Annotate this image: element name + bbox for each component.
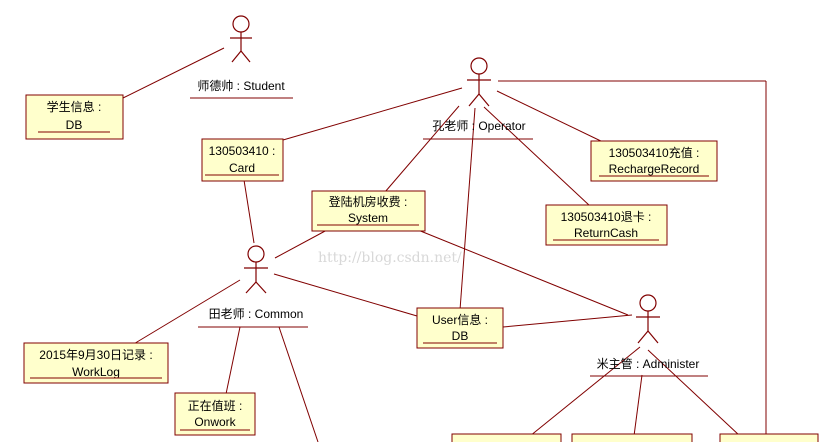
link-operator-system — [384, 105, 460, 193]
object-class: WorkLog — [72, 365, 120, 379]
object-class: Card — [229, 161, 255, 175]
link-operator-recharge — [496, 90, 606, 144]
object-partial-1[interactable] — [451, 433, 562, 442]
object-onwork[interactable]: 正在值班 : Onwork — [174, 392, 256, 436]
link-common-userdb — [273, 273, 418, 317]
object-card[interactable]: 130503410 : Card — [201, 138, 284, 182]
stick-figure-icon — [467, 57, 491, 107]
object-name: 130503410 : — [209, 144, 276, 158]
watermark: http://blog.csdn.net/ — [318, 250, 462, 266]
object-name: 2015年9月30日记录 : — [39, 348, 152, 362]
actor-operator[interactable]: 孔老师 : Operator — [423, 57, 533, 140]
link-admin-bottom3 — [647, 349, 741, 437]
link-admin-bottom1 — [529, 346, 641, 437]
object-recharge-record[interactable]: 130503410充值 : RechargeRecord — [590, 140, 718, 182]
associations — [122, 47, 767, 442]
actor-label: 孔老师 : Operator — [432, 119, 525, 133]
link-card-operator — [282, 87, 463, 141]
object-name: 学生信息 : — [47, 99, 102, 114]
object-class: DB — [452, 329, 469, 343]
link-common-worklog — [131, 279, 241, 346]
object-student-db[interactable]: 学生信息 : DB — [25, 94, 124, 140]
object-worklog[interactable]: 2015年9月30日记录 : WorkLog — [23, 342, 169, 384]
actor-common[interactable]: 田老师 : Common — [198, 245, 308, 328]
link-operator-returncash — [483, 106, 591, 207]
object-name: 130503410充值 : — [609, 145, 700, 160]
object-class: Onwork — [194, 415, 236, 429]
object-name: User信息 : — [432, 312, 488, 327]
link-student-studentdb — [122, 47, 225, 99]
object-class: ReturnCash — [574, 226, 638, 240]
object-partial-2[interactable] — [571, 433, 693, 442]
object-name: 正在值班 : — [188, 398, 243, 413]
stick-figure-icon — [244, 245, 268, 294]
link-admin-bottom2 — [633, 374, 643, 437]
actor-label: 米主管 : Administer — [597, 356, 700, 371]
object-user-db[interactable]: User信息 : DB — [416, 307, 504, 349]
actor-label: 师德帅 : Student — [197, 78, 285, 93]
object-system[interactable]: 登陆机房收费 : System — [311, 190, 426, 232]
object-class: DB — [66, 118, 83, 132]
stick-figure-icon — [636, 294, 660, 344]
link-system-common — [274, 229, 328, 259]
actor-administer[interactable]: 米主管 : Administer — [590, 294, 708, 377]
object-class: System — [348, 211, 388, 225]
link-common-down — [278, 326, 319, 442]
link-common-onwork — [225, 326, 241, 395]
link-userdb-administer — [502, 314, 633, 328]
object-name: 130503410退卡 : — [561, 210, 652, 224]
stick-figure-icon — [230, 15, 252, 63]
object-name: 登陆机房收费 : — [329, 194, 408, 209]
actor-student[interactable]: 师德帅 : Student — [190, 15, 293, 99]
link-operator-userdb — [459, 107, 476, 311]
actor-label: 田老师 : Common — [209, 307, 304, 321]
object-return-cash[interactable]: 130503410退卡 : ReturnCash — [545, 204, 668, 246]
object-class: RechargeRecord — [609, 162, 700, 176]
link-card-common — [243, 179, 255, 244]
link-system-administer — [417, 229, 629, 316]
object-partial-3[interactable] — [719, 433, 819, 442]
